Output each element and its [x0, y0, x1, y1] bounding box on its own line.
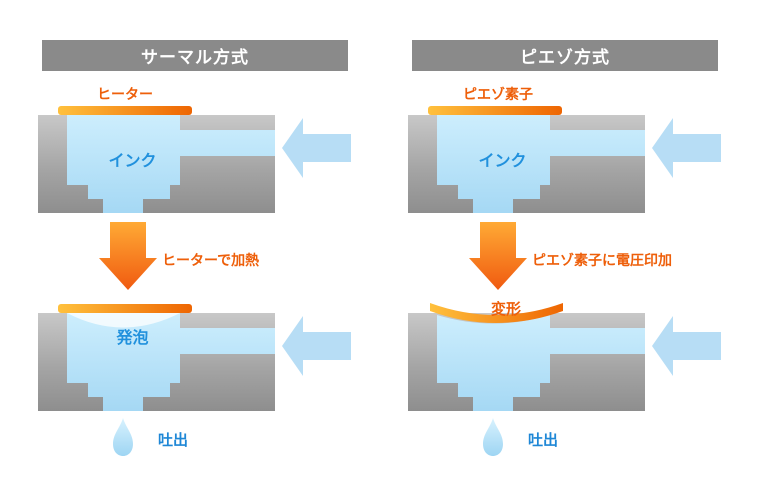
piezo-bottom-nozzle-diagram — [408, 303, 721, 456]
piezo-element-bar — [428, 106, 562, 115]
ink-chamber-shape — [67, 313, 275, 411]
ink-label-thermal: インク — [108, 153, 157, 170]
ink-chamber-shape — [437, 115, 645, 213]
ink-chamber-shape — [437, 315, 645, 411]
ink-inflow-arrow-icon — [652, 118, 721, 178]
bubble-label: 発泡 — [116, 330, 149, 347]
piezo-title-bar: ピエゾ方式 — [412, 40, 718, 71]
eject-label-thermal: 吐出 — [158, 432, 189, 449]
deform-label: 変形 — [490, 301, 521, 318]
heater-bar — [58, 304, 192, 313]
thermal-top-nozzle-diagram — [38, 106, 351, 213]
piezo-element-label: ピエゾ素子 — [463, 86, 533, 102]
piezo-top-nozzle-diagram — [408, 106, 721, 213]
ink-inflow-arrow-icon — [282, 118, 351, 178]
piezo-title: ピエゾ方式 — [520, 48, 610, 67]
ink-chamber-shape — [67, 115, 275, 213]
ink-inflow-arrow-icon — [282, 316, 351, 376]
thermal-title-bar: サーマル方式 — [42, 40, 348, 71]
deformed-piezo-element-bar — [430, 303, 563, 323]
thermal-title: サーマル方式 — [141, 48, 249, 67]
vapor-bubble-shape — [67, 313, 180, 328]
ink-droplet-icon — [113, 418, 133, 456]
heater-bar — [58, 106, 192, 115]
process-label-piezo: ピエゾ素子に電圧印加 — [532, 252, 672, 268]
ink-droplet-icon — [483, 418, 503, 456]
process-label-thermal: ヒーターで加熱 — [162, 252, 260, 268]
ink-label-piezo: インク — [478, 153, 527, 170]
eject-label-piezo: 吐出 — [528, 432, 559, 449]
thermal-down-arrow-icon — [99, 222, 157, 290]
piezo-down-arrow-icon — [469, 222, 527, 290]
ink-inflow-arrow-icon — [652, 316, 721, 376]
heater-label: ヒーター — [97, 86, 153, 102]
thermal-bottom-nozzle-diagram — [38, 304, 351, 456]
